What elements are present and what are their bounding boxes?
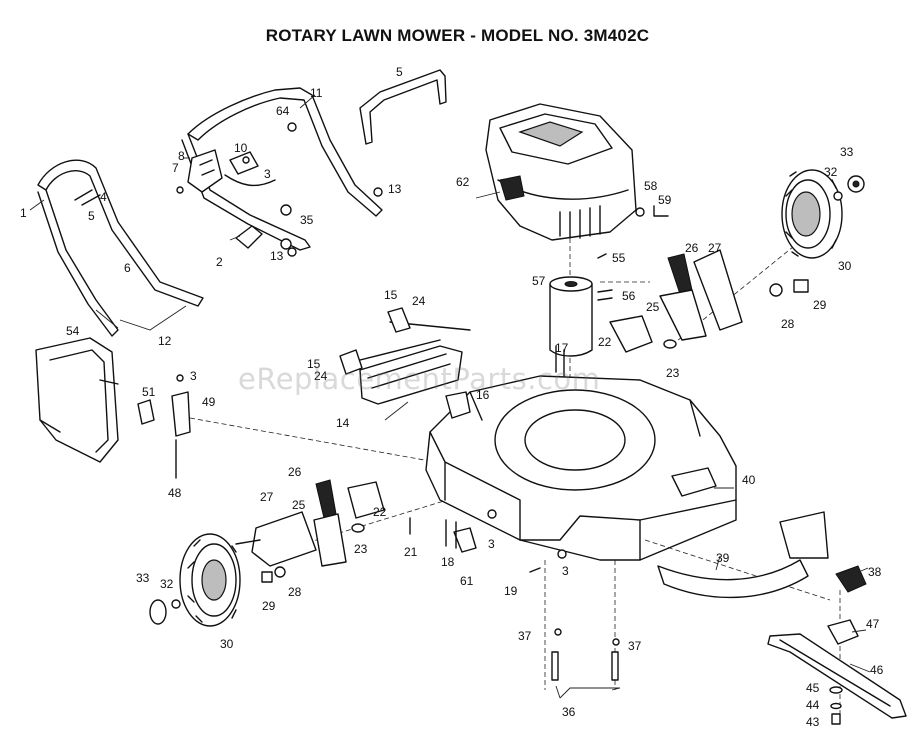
- callout-28: 28: [288, 585, 302, 599]
- rear-wheel-right: [781, 169, 865, 259]
- callout-19: 19: [504, 584, 518, 598]
- callout-3: 3: [488, 537, 495, 551]
- callout-3: 3: [264, 167, 271, 181]
- watermark: eReplacementParts.com: [238, 362, 601, 396]
- callout-32: 32: [824, 165, 838, 179]
- callout-32: 32: [160, 577, 174, 591]
- callout-29: 29: [262, 599, 276, 613]
- callout-37: 37: [518, 629, 532, 643]
- callout-5: 5: [396, 65, 403, 79]
- callout-14: 14: [336, 416, 350, 430]
- callout-labels: 1 2 3 3 3 3 4 5 5 6 7 8 10 11 12 13 13 1…: [20, 65, 884, 729]
- mower-blade: [767, 633, 907, 719]
- deck-bolts: [551, 628, 620, 681]
- callout-26: 26: [685, 241, 699, 255]
- callout-24: 24: [314, 369, 328, 383]
- control-bail: [359, 69, 447, 145]
- rear-door-hinge: [137, 374, 191, 479]
- callout-1: 1: [20, 206, 27, 220]
- callout-33: 33: [840, 145, 854, 159]
- callout-25: 25: [292, 498, 306, 512]
- callout-29: 29: [813, 298, 827, 312]
- lower-handle: [37, 159, 204, 337]
- callout-51: 51: [142, 385, 156, 399]
- callout-12: 12: [158, 334, 172, 348]
- blade-adapter: [827, 565, 867, 725]
- callout-13: 13: [388, 182, 402, 196]
- callout-33: 33: [136, 571, 150, 585]
- mower-deck: [425, 375, 737, 561]
- callout-4: 4: [100, 190, 107, 204]
- callout-25: 25: [646, 300, 660, 314]
- callout-7: 7: [172, 161, 179, 175]
- callout-3: 3: [562, 564, 569, 578]
- upper-handle: [181, 87, 383, 251]
- callout-23: 23: [354, 542, 368, 556]
- callout-64: 64: [276, 104, 290, 118]
- callout-61: 61: [460, 574, 474, 588]
- diagram-title: ROTARY LAWN MOWER - MODEL NO. 3M402C: [265, 26, 650, 45]
- brake-assembly: [176, 122, 383, 257]
- callout-22: 22: [373, 505, 387, 519]
- callout-46: 46: [870, 663, 884, 677]
- callout-16: 16: [476, 388, 490, 402]
- height-adjust-rod: [339, 307, 471, 405]
- callout-5: 5: [88, 209, 95, 223]
- callout-43: 43: [806, 715, 820, 729]
- callout-3: 3: [190, 369, 197, 383]
- callout-15: 15: [307, 357, 321, 371]
- callout-30: 30: [220, 637, 234, 651]
- height-adjuster-left: [235, 479, 385, 583]
- callout-57: 57: [532, 274, 546, 288]
- callout-59: 59: [658, 193, 672, 207]
- callout-27: 27: [260, 490, 274, 504]
- callout-17: 17: [555, 341, 569, 355]
- callout-6: 6: [124, 261, 131, 275]
- callout-24: 24: [412, 294, 426, 308]
- callout-10: 10: [234, 141, 248, 155]
- leader-lines: [29, 94, 871, 699]
- callout-37: 37: [628, 639, 642, 653]
- engine: [485, 103, 645, 241]
- callout-13: 13: [270, 249, 284, 263]
- callout-15: 15: [384, 288, 398, 302]
- callout-39: 39: [716, 551, 730, 565]
- callout-8: 8: [178, 149, 185, 163]
- callout-56: 56: [622, 289, 636, 303]
- callout-18: 18: [441, 555, 455, 569]
- callout-38: 38: [868, 565, 882, 579]
- callout-49: 49: [202, 395, 216, 409]
- height-adjuster-right: [609, 249, 809, 353]
- deck-baffles: [657, 511, 829, 599]
- callout-44: 44: [806, 698, 820, 712]
- callout-35: 35: [300, 213, 314, 227]
- callout-48: 48: [168, 486, 182, 500]
- callout-55: 55: [612, 251, 626, 265]
- callout-45: 45: [806, 681, 820, 695]
- front-wheel-left: [149, 533, 241, 627]
- callout-36: 36: [562, 705, 576, 719]
- callout-40: 40: [742, 473, 756, 487]
- callout-2: 2: [216, 255, 223, 269]
- callout-47: 47: [866, 617, 880, 631]
- callout-22: 22: [598, 335, 612, 349]
- grass-bag: [35, 337, 119, 463]
- engine-adaptor: [549, 253, 613, 357]
- callout-28: 28: [781, 317, 795, 331]
- callout-58: 58: [644, 179, 658, 193]
- callout-26: 26: [288, 465, 302, 479]
- deck-hardware: [409, 205, 669, 573]
- callout-27: 27: [708, 241, 722, 255]
- callout-62: 62: [456, 175, 470, 189]
- callout-11: 11: [310, 86, 323, 100]
- callout-54: 54: [66, 324, 80, 338]
- callout-30: 30: [838, 259, 852, 273]
- callout-23: 23: [666, 366, 680, 380]
- callout-21: 21: [404, 545, 418, 559]
